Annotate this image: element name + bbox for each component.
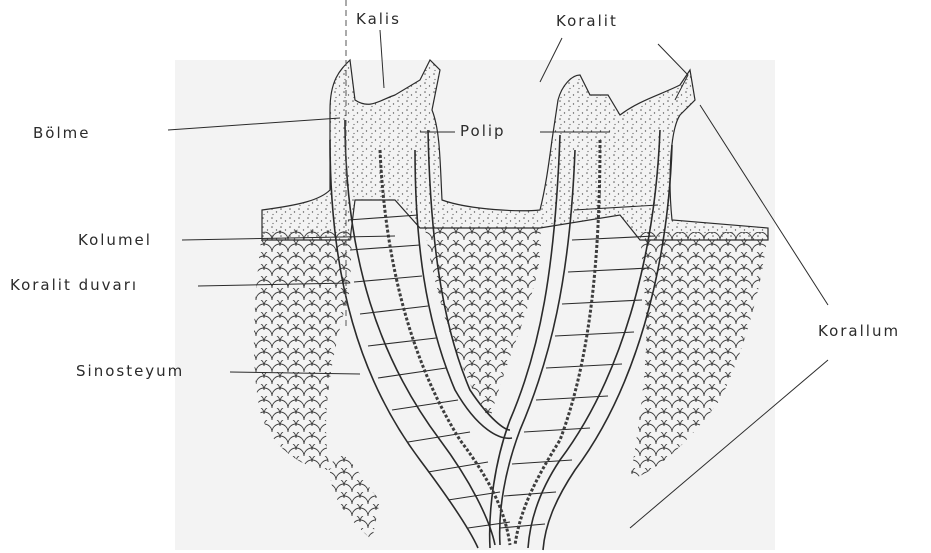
label-koralit: Koralit <box>556 12 618 30</box>
label-sinosteyum: Sinosteyum <box>76 362 184 380</box>
label-kolumel: Kolumel <box>78 231 152 249</box>
label-korallum: Korallum <box>818 322 900 340</box>
label-koralit-duvari: Koralit duvarı <box>10 276 138 294</box>
label-kalis: Kalis <box>356 10 401 28</box>
label-polip: Polip <box>460 122 506 140</box>
label-bolme: Bölme <box>33 124 90 142</box>
